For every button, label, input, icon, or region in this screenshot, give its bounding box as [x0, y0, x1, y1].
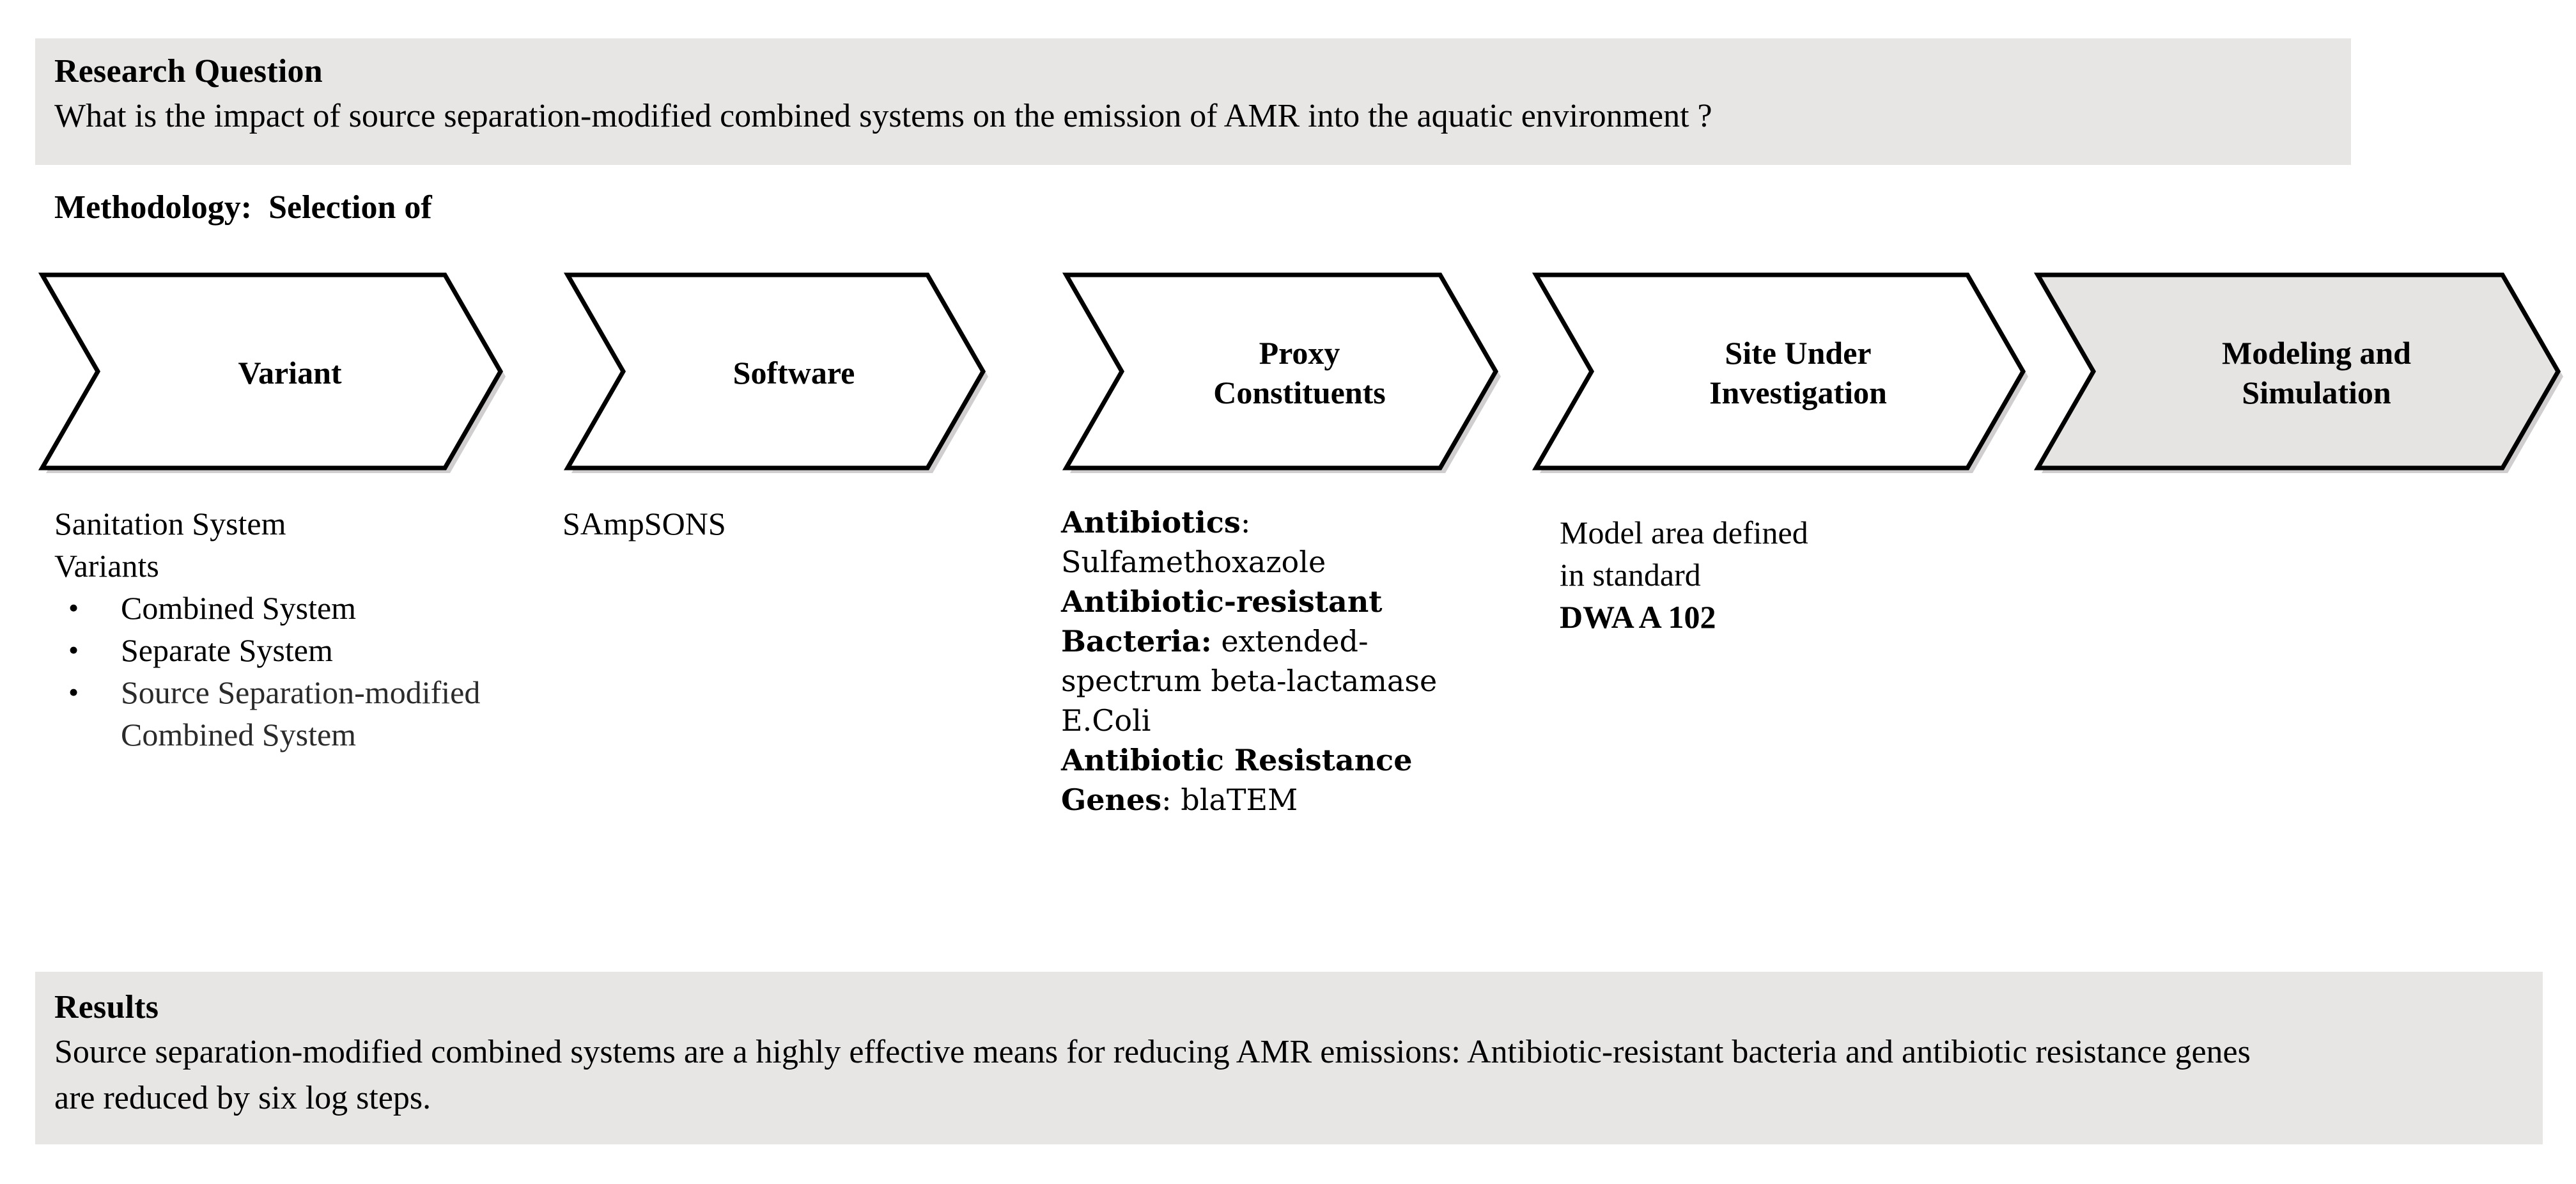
- proxy-separator: [1212, 624, 1222, 658]
- chevron-shape-icon: [563, 272, 988, 473]
- site-standard: DWA A 102: [1560, 599, 1716, 635]
- bullet-dot-icon: •: [68, 591, 79, 624]
- proxy-entry: Antibiotic-resistant Bacteria: extended-…: [1061, 582, 1509, 740]
- methodology-heading: Methodology: Selection of: [54, 189, 432, 226]
- proxy-value: extended-spectrum beta-lactamase E.Coli: [1061, 624, 1438, 738]
- column-software: SAmpSONS: [563, 502, 1010, 545]
- proxy-term: Antibiotic-resistant Bacteria:: [1061, 584, 1383, 658]
- research-question-title: Research Question: [54, 53, 323, 90]
- proxy-term: Antibiotic Resistance Genes: [1061, 743, 1413, 817]
- variant-intro-line-2: Variants: [54, 548, 159, 584]
- process-step-label: Software: [733, 355, 855, 391]
- proxy-entry: Antibiotics: Sulfamethoxazole: [1061, 502, 1509, 582]
- list-item: • Separate System: [54, 629, 540, 671]
- process-step-label: Variant: [238, 355, 342, 391]
- list-item-label: Source Separation-modified Combined Syst…: [121, 674, 481, 752]
- research-question-band: Research Question What is the impact of …: [35, 38, 2351, 165]
- chevron-shape-icon: [2033, 272, 2563, 473]
- list-item: • Source Separation-modified Combined Sy…: [54, 671, 540, 756]
- chevron-shape-icon: [1062, 272, 1501, 473]
- chevron-shape-icon: [38, 272, 506, 473]
- process-step-software[interactable]: Software: [563, 267, 989, 478]
- proxy-value: blaTEM: [1181, 783, 1298, 817]
- research-question-text: What is the impact of source separation-…: [54, 98, 1712, 134]
- list-item-label: Separate System: [121, 632, 333, 668]
- process-step-label: Proxy Constituents: [1213, 335, 1386, 410]
- software-value: SAmpSONS: [563, 506, 726, 541]
- variant-bullet-list: • Combined System • Separate System • So…: [54, 587, 540, 756]
- site-line-1: Model area defined: [1560, 515, 1808, 550]
- site-line-2: in standard: [1560, 557, 1701, 593]
- process-step-site-under-investigation[interactable]: Site Under Investigation: [1531, 267, 2029, 478]
- list-item: • Combined System: [54, 587, 540, 629]
- column-site-under-investigation: Model area defined in standard DWA A 102: [1560, 511, 2007, 638]
- results-title: Results: [54, 989, 159, 1025]
- process-step-modeling-and-simulation[interactable]: Modeling and Simulation: [2033, 267, 2564, 478]
- results-text: Source separation-modified combined syst…: [54, 1034, 2251, 1116]
- column-variant: Sanitation System Variants • Combined Sy…: [54, 502, 540, 756]
- proxy-separator: :: [1161, 783, 1181, 817]
- process-step-proxy-constituents[interactable]: Proxy Constituents: [1061, 267, 1502, 478]
- proxy-term: Antibiotics: [1061, 505, 1241, 540]
- list-item-label: Combined System: [121, 590, 357, 626]
- bullet-dot-icon: •: [68, 676, 79, 708]
- process-step-label: Modeling and Simulation: [2222, 335, 2411, 410]
- results-band: Results Source separation-modified combi…: [35, 972, 2543, 1144]
- bullet-dot-icon: •: [68, 634, 79, 666]
- proxy-entry: Antibiotic Resistance Genes: blaTEM: [1061, 740, 1509, 820]
- variant-intro-line-1: Sanitation System: [54, 506, 286, 541]
- proxy-value: Sulfamethoxazole: [1061, 545, 1326, 579]
- process-step-label: Site Under Investigation: [1709, 335, 1887, 410]
- process-step-variant[interactable]: Variant: [37, 267, 507, 478]
- chevron-shape-icon: [1532, 272, 2028, 473]
- column-proxy-constituents: Antibiotics: Sulfamethoxazole Antibiotic…: [1061, 502, 1509, 820]
- process-chevron-row: Variant Software Proxy Constituents Site…: [0, 267, 2576, 485]
- proxy-separator: :: [1240, 505, 1251, 540]
